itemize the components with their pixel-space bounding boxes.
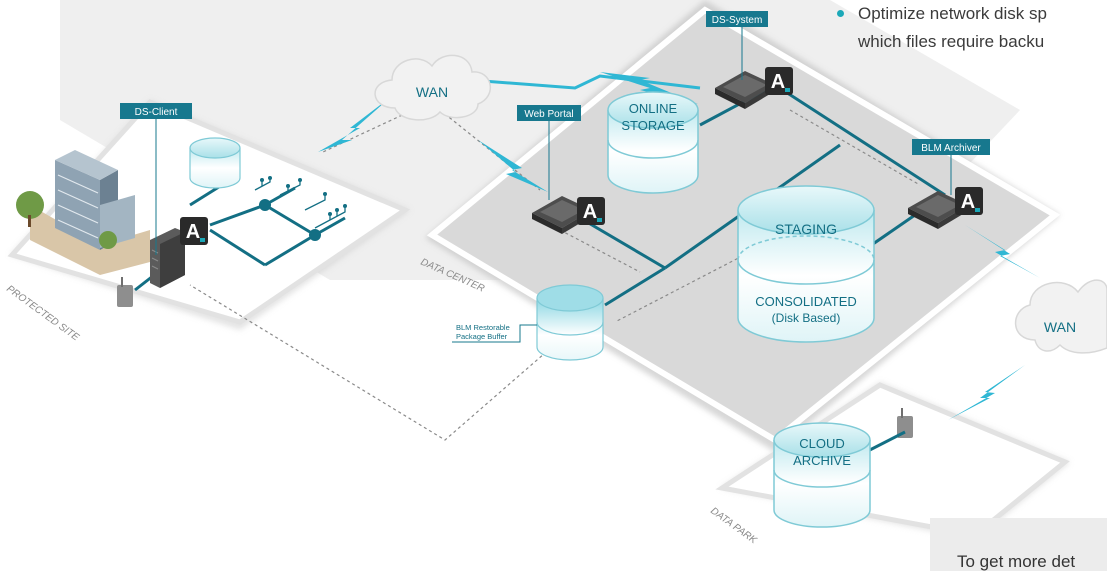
svg-text:A: A xyxy=(583,201,597,223)
staging-consolidated-cylinder: STAGING CONSOLIDATED (Disk Based) xyxy=(737,185,875,343)
blm-buffer-cylinder xyxy=(536,284,604,361)
ds-client-server xyxy=(150,228,185,288)
bullet-line-1: Optimize network disk sp xyxy=(858,4,1047,23)
online-label-2: STORAGE xyxy=(621,118,685,133)
network-node xyxy=(309,229,321,241)
cloud-archive-label-1: CLOUD xyxy=(799,436,845,451)
ds-system-callout: DS-System xyxy=(706,11,768,80)
wan-right-label: WAN xyxy=(1044,319,1076,335)
footer-text: To get more det xyxy=(957,552,1076,571)
svg-text:DS-System: DS-System xyxy=(712,15,763,26)
svg-text:BLM Restorable: BLM Restorable xyxy=(456,323,510,332)
svg-text:A: A xyxy=(771,71,785,93)
svg-text:Package Buffer: Package Buffer xyxy=(456,332,508,341)
wan-link xyxy=(469,74,701,90)
asigra-logo-tile: A xyxy=(955,187,983,215)
asigra-logo-tile: A xyxy=(765,67,793,95)
network-node xyxy=(259,199,271,211)
data-flow-arrows xyxy=(189,109,921,441)
online-storage-cylinder: ONLINE STORAGE xyxy=(607,91,699,194)
lightning-icon xyxy=(478,140,548,192)
ds-client-callout: DS-Client xyxy=(120,103,192,255)
lightning-icon xyxy=(948,365,1025,420)
cloud-archive-cylinder: CLOUD ARCHIVE xyxy=(773,422,871,528)
staging-label: STAGING xyxy=(775,221,837,237)
svg-text:A: A xyxy=(961,191,975,213)
blm-archiver-callout: BLM Archiver xyxy=(912,139,990,195)
consolidated-label-2: (Disk Based) xyxy=(772,311,841,325)
footer-panel: To get more det xyxy=(930,518,1107,571)
blm-buffer-label: BLM Restorable Package Buffer xyxy=(452,323,537,343)
blm-archiver-appliance xyxy=(908,191,968,229)
web-portal-callout: Web Portal xyxy=(517,105,581,200)
lightning-icon xyxy=(965,225,1040,278)
bullet-dot xyxy=(837,10,844,17)
wifi-router-icon xyxy=(117,277,133,307)
wan-cloud-top: WAN xyxy=(374,54,492,121)
consolidated-label-1: CONSOLIDATED xyxy=(755,294,857,309)
local-storage-cylinder xyxy=(189,137,241,189)
asigra-logo-tile: A xyxy=(577,197,605,225)
bullet-line-2: which files require backu xyxy=(858,32,1045,51)
asigra-logo-tile: A xyxy=(180,217,208,245)
wan-top-label: WAN xyxy=(416,84,448,100)
cloud-archive-label-2: ARCHIVE xyxy=(793,453,851,468)
office-building-icon xyxy=(16,150,150,275)
svg-text:A: A xyxy=(186,221,200,243)
wan-cloud-right: WAN xyxy=(1014,279,1107,354)
svg-text:Web Portal: Web Portal xyxy=(524,109,573,120)
ds-system-appliance xyxy=(715,71,775,109)
svg-text:BLM Archiver: BLM Archiver xyxy=(921,143,981,154)
svg-text:DS-Client: DS-Client xyxy=(135,107,178,118)
online-label-1: ONLINE xyxy=(629,101,678,116)
